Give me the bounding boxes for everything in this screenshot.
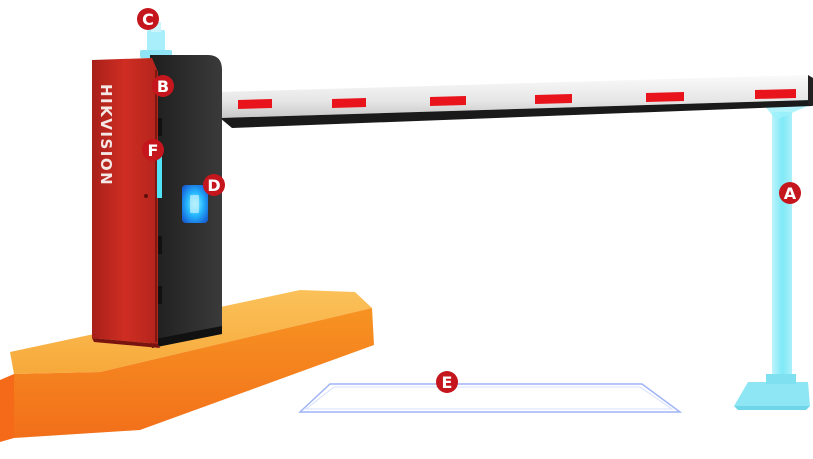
boom-arm-icon (220, 75, 813, 128)
brand-logo: HIKVISION (97, 84, 115, 186)
support-post-icon (734, 80, 812, 410)
marker-f-label: F (148, 141, 159, 160)
marker-a: A (779, 182, 801, 204)
marker-e-label: E (442, 373, 453, 392)
ground-loop-icon (298, 383, 683, 413)
marker-d: D (203, 174, 225, 196)
marker-e: E (436, 371, 458, 393)
boom-stripes (238, 89, 796, 109)
marker-a-label: A (784, 184, 797, 203)
marker-b-label: B (157, 77, 169, 96)
marker-f: F (142, 139, 164, 161)
side-sensor-icon (182, 185, 208, 223)
marker-d-label: D (207, 176, 220, 195)
marker-c-label: C (142, 10, 154, 29)
marker-b: B (152, 75, 174, 97)
indicator-light-icon (157, 150, 162, 198)
marker-c: C (137, 8, 159, 30)
